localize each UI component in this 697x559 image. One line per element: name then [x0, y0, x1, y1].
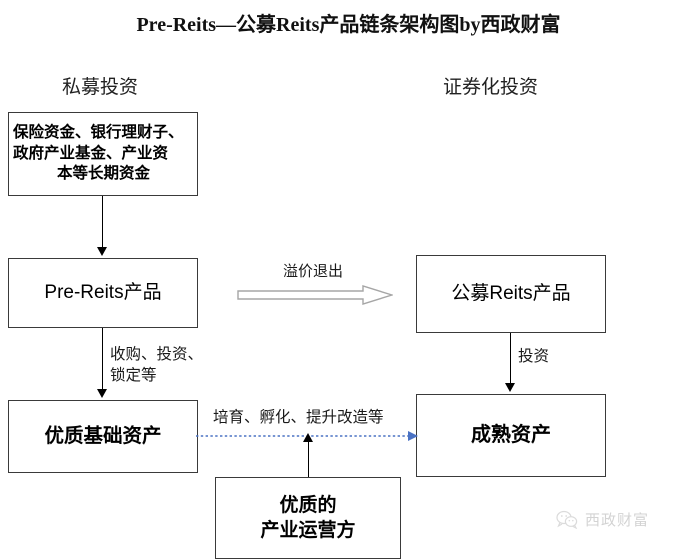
box-mature-asset[interactable]: 成熟资产 [416, 394, 606, 477]
edge-label-premium-exit: 溢价退出 [283, 264, 344, 280]
edge-label-cultivate: 培育、孵化、提升改造等 [213, 409, 384, 426]
box-public-reits-label: 公募Reits产品 [451, 283, 571, 305]
connector-operator-to-asset-flow [308, 442, 309, 478]
box-pre-reits-product[interactable]: Pre-Reits产品 [8, 258, 198, 328]
box-pre-reits-label: Pre-Reits产品 [44, 282, 162, 304]
connector-publicreits-to-mature-asset [510, 333, 511, 384]
wechat-icon [556, 510, 578, 529]
arrowhead-down-icon [96, 247, 107, 256]
arrowhead-down-icon [96, 389, 107, 398]
box-operator-line-1: 优质的 [279, 494, 337, 516]
column-header-securitized-investment: 证券化投资 [443, 77, 539, 98]
box-capital-line-2: 政府产业基金、产业资 [13, 144, 169, 162]
edge-label-acquire-line-2: 锁定等 [110, 366, 157, 384]
watermark-text: 西政财富 [585, 512, 650, 529]
connector-capital-to-prereits [102, 196, 103, 248]
edge-label-acquire: 收购、投资、 锁定等 [110, 345, 203, 387]
box-capital-sources[interactable]: 保险资金、银行理财子、 政府产业基金、产业资 本等长期资金 [8, 112, 198, 196]
edge-label-acquire-line-1: 收购、投资、 [110, 346, 204, 363]
watermark: 西政财富 [556, 509, 649, 530]
box-capital-line-1: 保险资金、银行理财子、 [13, 124, 184, 142]
box-public-reits-product[interactable]: 公募Reits产品 [416, 255, 606, 333]
box-quality-asset-label: 优质基础资产 [44, 424, 162, 447]
edge-label-invest: 投资 [518, 348, 550, 365]
arrowhead-up-icon [302, 433, 313, 442]
box-quality-underlying-asset[interactable]: 优质基础资产 [8, 400, 198, 473]
column-header-private-investment: 私募投资 [62, 77, 139, 98]
box-mature-asset-label: 成熟资产 [471, 424, 551, 447]
box-operator-line-2: 产业运营方 [260, 520, 356, 541]
dotted-arrow-right-icon [196, 431, 418, 441]
arrowhead-down-icon [504, 383, 515, 392]
box-capital-line-3: 本等长期资金 [56, 165, 150, 183]
block-arrow-right-icon [237, 285, 393, 305]
page-title: Pre-Reits—公募Reits产品链条架构图by西政财富 [136, 14, 561, 36]
connector-prereits-to-quality-asset [102, 328, 103, 390]
box-quality-operator[interactable]: 优质的 产业运营方 [215, 477, 401, 559]
